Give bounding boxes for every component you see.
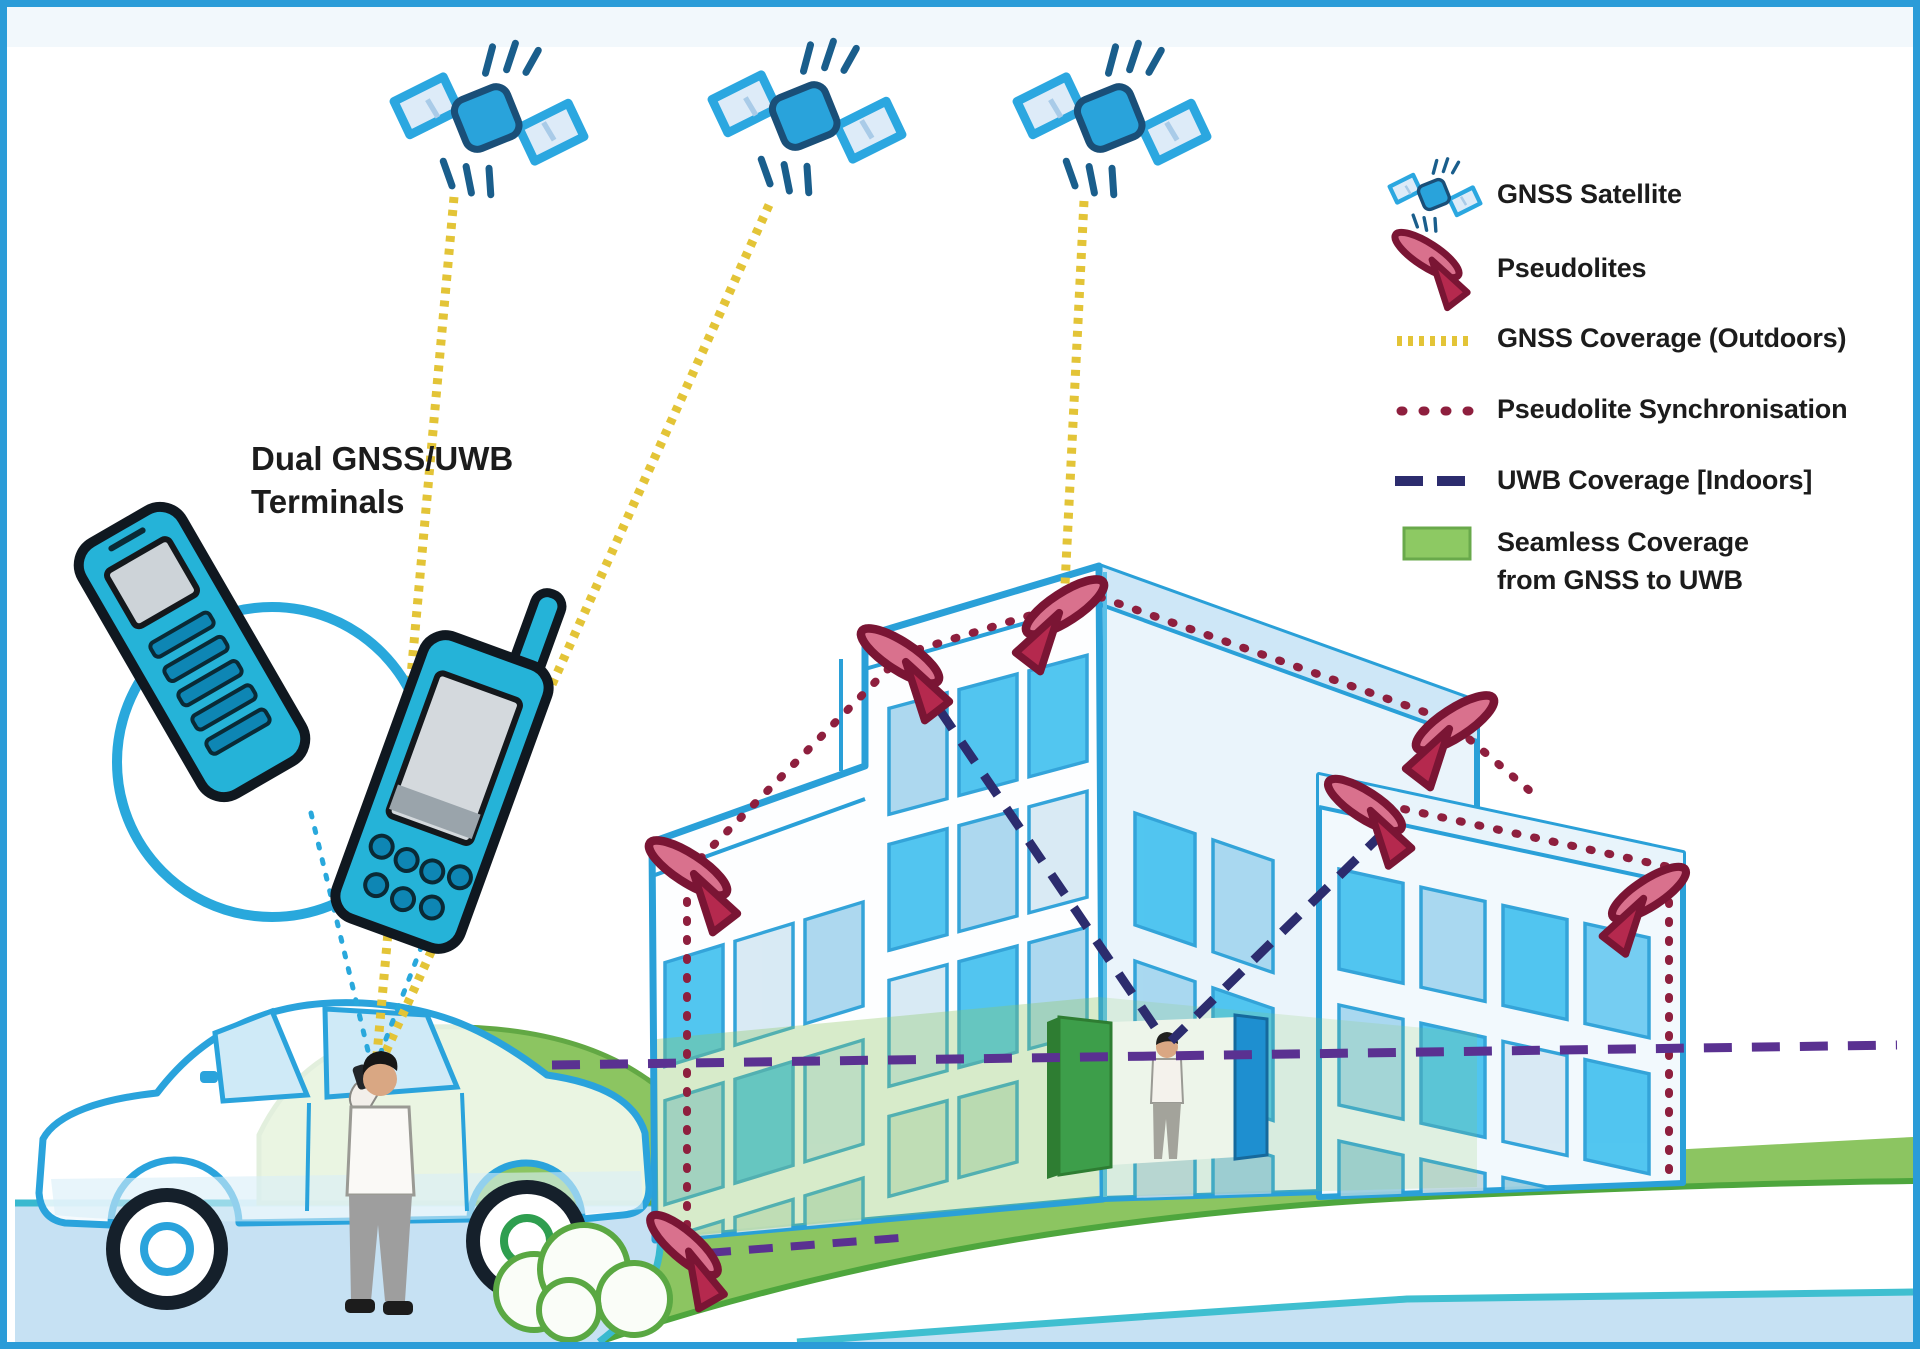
pda-taskbar: [389, 784, 481, 839]
person-head: [363, 1062, 397, 1096]
seamless-zone-front: [657, 997, 1099, 1239]
signal-lines: [551, 591, 1898, 1257]
sky-band: [7, 7, 1913, 47]
legend-label-pseudolite-sync: Pseudolite Synchronisation: [1497, 394, 1848, 424]
person-shoe-2: [383, 1301, 413, 1315]
legend-label-gnss-satellite: GNSS Satellite: [1497, 179, 1682, 209]
bush: [595, 1260, 673, 1338]
gnss-line-3: [1060, 200, 1089, 586]
bush: [536, 1277, 602, 1342]
car-front-window: [212, 1007, 311, 1104]
road-top-edge: [598, 1178, 1913, 1342]
satellites: [394, 41, 1207, 194]
gnss-satellite-icon: [1390, 159, 1481, 231]
gnss-satellite-icon: [1017, 43, 1207, 194]
sync-roofline: [1096, 593, 1454, 725]
sync-p4-wing: [1451, 723, 1541, 801]
person-outdoor: [345, 1051, 416, 1315]
bushes: [493, 1222, 673, 1342]
car-door-line: [305, 1102, 311, 1212]
gnss-satellite-icon: [712, 41, 902, 192]
terminal-link-2: [376, 898, 442, 1060]
building: [648, 562, 1686, 1244]
scene-drawing: [7, 7, 1913, 1342]
pseudolite-icon: [1389, 225, 1467, 308]
road: [599, 1181, 1913, 1342]
car-door-line-2: [460, 1092, 469, 1212]
legend-label-seamless-1: Seamless Coverage: [1497, 527, 1749, 557]
legend-label-uwb-coverage: UWB Coverage [Indoors]: [1497, 465, 1813, 495]
wing-windows: [1337, 866, 1651, 1197]
road-bottom-edge: [796, 1288, 1913, 1342]
uwb-line-right: [1167, 827, 1389, 1045]
car-mirror: [200, 1071, 218, 1083]
legend-label-pseudolites: Pseudolites: [1497, 253, 1647, 283]
indoor-person-shirt: [1149, 1058, 1185, 1104]
uwb-lines: [935, 706, 1389, 1045]
terminals-label-line1: Dual GNSS/UWB: [251, 440, 514, 477]
phone-screen: [104, 536, 200, 630]
gnss-satellite-icon: [394, 43, 584, 194]
terminals-label-line2: Terminals: [251, 483, 405, 520]
uwb-ground-segment: [706, 1233, 913, 1257]
dual-terminals: [73, 501, 567, 954]
sync-wing-parapet: [1363, 797, 1673, 871]
legend-icons: [1389, 159, 1481, 561]
person-hair: [362, 1051, 398, 1075]
green-door-edge: [1047, 1017, 1059, 1179]
terminal-link-1: [308, 810, 372, 1058]
indoor-person-pants: [1153, 1103, 1181, 1159]
sync-p1-p2: [683, 658, 899, 876]
person-pants: [349, 1195, 412, 1301]
pda-terminal: [330, 588, 567, 954]
person-shirt: [345, 1105, 416, 1197]
person-shoe: [345, 1299, 375, 1313]
right-roof-band: [1099, 566, 1477, 739]
blue-door: [1233, 1013, 1269, 1161]
car-front-hub: [140, 1222, 194, 1276]
car-front-wheel: [106, 1188, 228, 1310]
terminals-label: Dual GNSS/UWB Terminals: [251, 437, 513, 523]
uwb-line-left: [935, 706, 1167, 1042]
green-door: [1057, 1015, 1113, 1177]
right-parapet-line: [1098, 602, 1478, 743]
pavement-bottom-right: [797, 1292, 1913, 1342]
mobile-phone: [73, 501, 311, 803]
seamless-coverage-swatch: [1402, 526, 1472, 561]
legend-label-gnss-coverage: GNSS Coverage (Outdoors): [1497, 323, 1847, 353]
uwb-horizontal-line: [551, 1040, 1898, 1070]
legend-label-seamless-2: from GNSS to UWB: [1497, 565, 1743, 595]
